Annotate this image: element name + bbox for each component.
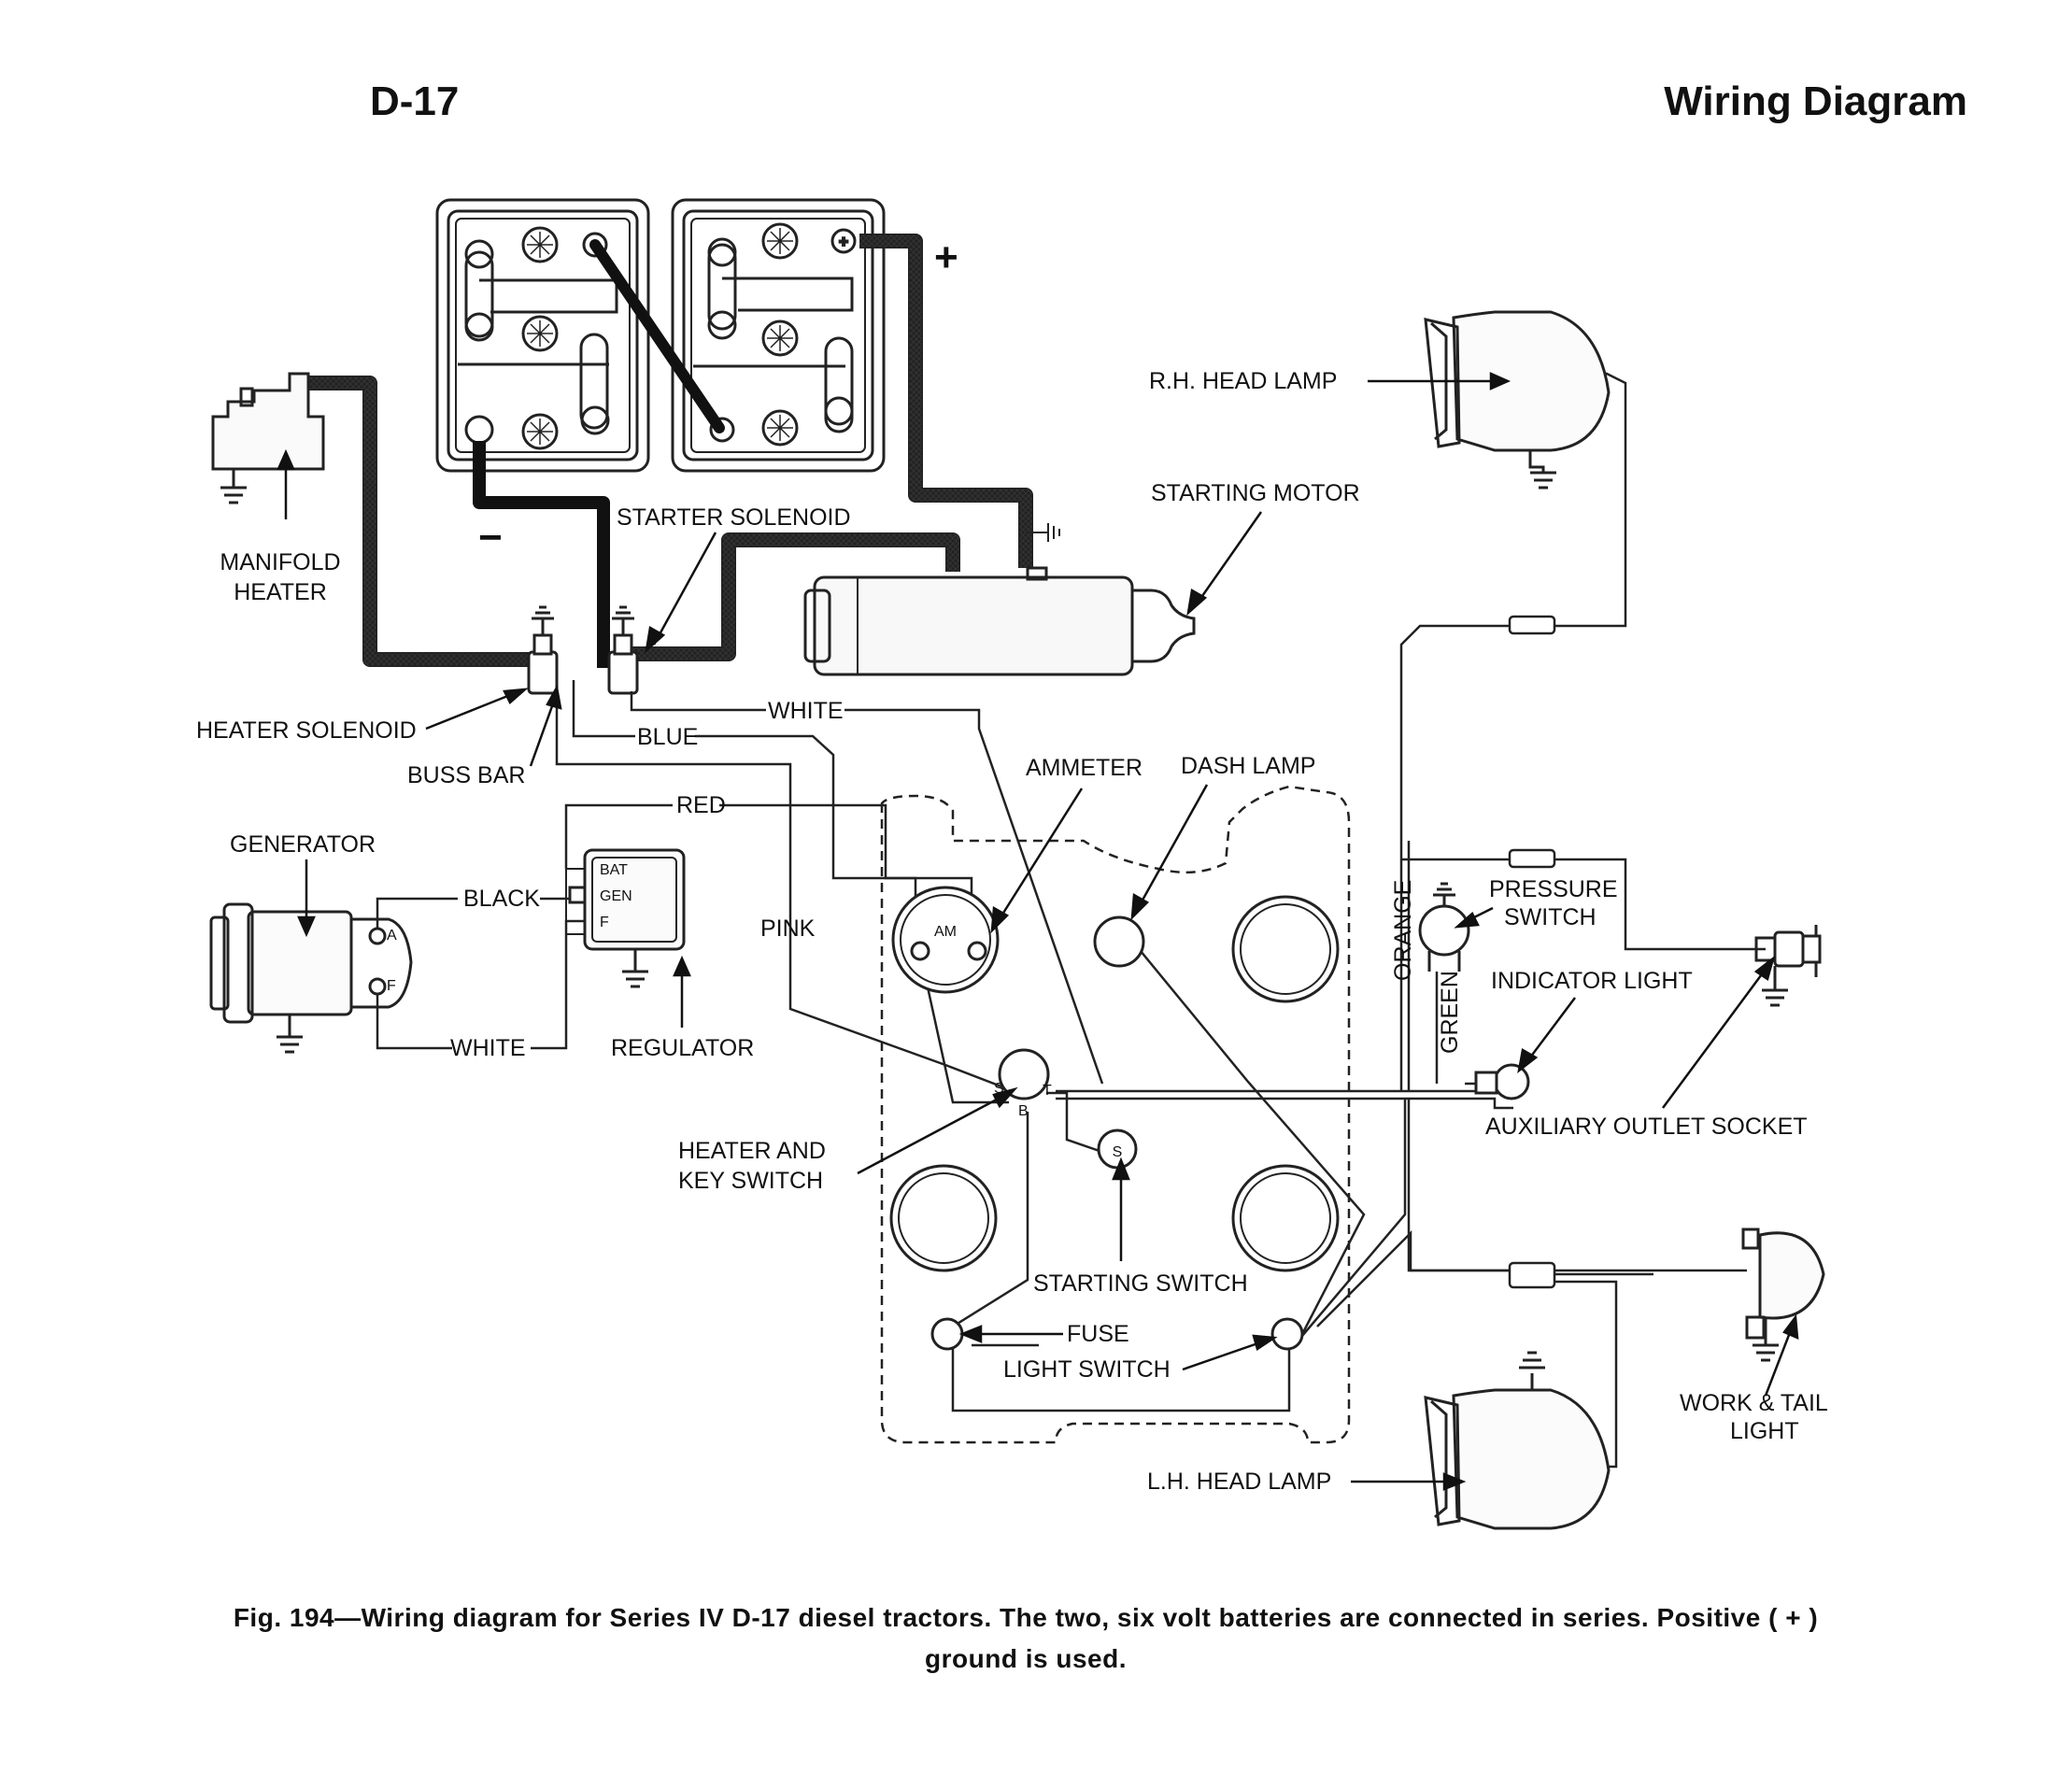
wire-label-green: GREEN [1437,971,1463,1054]
label-starting-switch: STARTING SWITCH [1033,1270,1248,1297]
heater-solenoid [527,605,559,695]
heater-key-switch: S B T [994,1048,1052,1119]
model-heading: D-17 [370,78,460,124]
label-manifold-heater-2: HEATER [234,579,327,605]
pink-wire [788,805,1019,1095]
white-wire-gen [376,919,585,1050]
label-regulator: REGULATOR [611,1035,754,1061]
gen-terminal-f: F [387,978,396,994]
ammeter-mark: AM [934,924,957,940]
key-switch-s: S [994,1081,1004,1097]
buss-bar-wire [555,691,792,805]
blue-wire [572,680,917,934]
wire-label-blue: BLUE [637,724,698,750]
black-wire [376,897,570,929]
dash-panel-outline [880,785,1351,1444]
wire-label-pink: PINK [760,915,816,942]
label-buss-bar: BUSS BAR [407,762,525,788]
ammeter: AM [891,886,1000,994]
label-manifold-heater-1: MANIFOLD [220,549,340,575]
dash-lamp [1093,915,1145,968]
indicator-light [1474,1063,1530,1100]
gauge-lower-left [889,1164,998,1272]
auxiliary-outlet-socket [1754,925,1822,1007]
gauge-lower-right [1231,1164,1340,1272]
starting-switch: S [1097,1128,1138,1170]
label-lh-head-lamp: L.H. HEAD LAMP [1147,1469,1331,1495]
caption-line-1: Fig. 194—Wiring diagram for Series IV D-… [233,1603,1819,1632]
label-ammeter: AMMETER [1026,755,1142,781]
wire-label-black: BLACK [463,886,540,912]
positive-cable [859,234,1032,568]
wire-label-orange: ORANGE [1390,880,1416,981]
label-work-tail-light-2: LIGHT [1730,1418,1799,1444]
reg-terminal-gen: GEN [600,888,632,904]
page-title: Wiring Diagram [1664,78,1967,124]
label-heater-key-switch-2: KEY SWITCH [678,1168,823,1194]
label-starting-motor: STARTING MOTOR [1151,480,1360,506]
label-work-tail-light-1: WORK & TAIL [1680,1390,1828,1416]
gauge-upper-right [1231,895,1340,1003]
label-light-switch: LIGHT SWITCH [1003,1356,1171,1383]
rh-head-lamp [1424,310,1611,490]
starter-solenoid [607,605,639,695]
starting-motor [803,566,1196,676]
wire-label-red: RED [676,792,726,818]
label-indicator-light: INDICATOR LIGHT [1491,968,1693,994]
label-pressure-switch-2: SWITCH [1504,904,1597,930]
gen-terminal-a: A [387,928,397,944]
figure-caption: Fig. 194—Wiring diagram for Series IV D-… [82,1597,1969,1680]
work-tail-light [1741,1228,1825,1362]
negative-mark: − [478,515,503,561]
negative-cable [473,441,610,668]
battery-left: + [435,198,650,473]
label-rh-head-lamp: R.H. HEAD LAMP [1149,368,1337,394]
heater-cable [308,376,532,666]
regulator: BAT GEN F [565,848,686,988]
key-switch-b: B [1018,1103,1029,1119]
manifold-heater [211,372,325,504]
label-pressure-switch-1: PRESSURE [1489,876,1618,902]
label-heater-solenoid: HEATER SOLENOID [196,717,417,744]
caption-line-2: ground is used. [925,1644,1127,1673]
battery-right: + [671,198,886,473]
reg-terminal-bat: BAT [600,862,628,878]
label-dash-lamp: DASH LAMP [1181,753,1315,779]
fuse [930,1317,964,1351]
battery-right-pos-mark: + [839,234,847,250]
light-switch [1270,1317,1304,1351]
battery-jumper-cable [589,239,725,433]
wire-label-white-bottom: WHITE [450,1035,526,1061]
label-auxiliary-outlet-socket: AUXILIARY OUTLET SOCKET [1485,1114,1808,1140]
label-generator: GENERATOR [230,831,376,858]
key-switch-t: T [1043,1083,1052,1099]
pressure-switch [1418,882,1470,972]
label-fuse: FUSE [1067,1321,1129,1347]
white-wire-top [630,691,1104,1085]
lh-head-lamp [1424,1351,1611,1530]
label-starter-solenoid: STARTER SOLENOID [617,504,851,531]
generator: A F [209,902,413,1054]
starting-switch-mark: S [1113,1144,1123,1160]
label-heater-key-switch-1: HEATER AND [678,1138,826,1164]
positive-mark: + [934,234,958,280]
reg-terminal-f: F [600,915,609,930]
wire-label-white-top: WHITE [768,698,844,724]
